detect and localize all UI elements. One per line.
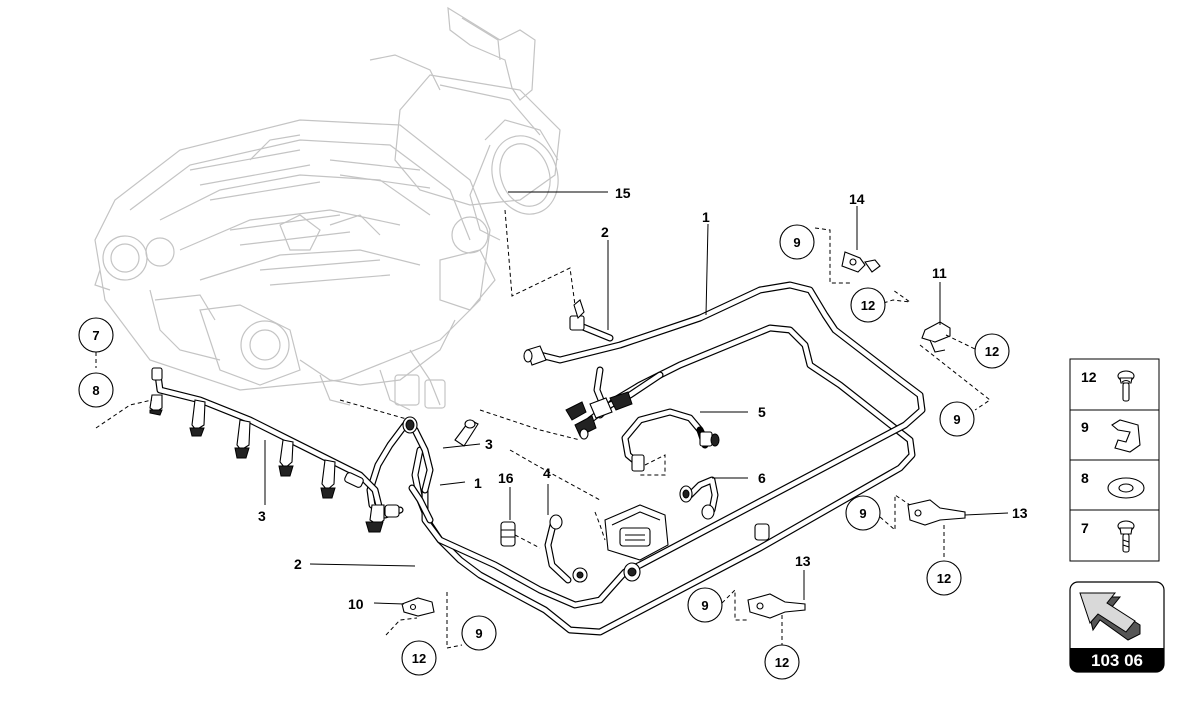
svg-text:12: 12 [412,651,426,666]
circle-ref-12-top: 12 [850,287,886,323]
svg-text:12: 12 [985,344,999,359]
legend-num-9: 9 [1081,419,1089,435]
svg-text:7: 7 [92,328,99,343]
callout-1-upper: 1 [702,209,710,225]
callout-3-upper: 3 [485,436,493,452]
circle-ref-12-mid: 12 [926,560,962,596]
callout-14: 14 [849,191,865,207]
callout-4: 4 [543,465,551,481]
callout-3-lower: 3 [258,508,266,524]
svg-text:9: 9 [859,506,866,521]
screw-icon [1117,370,1135,402]
engine-block-illustration [94,6,561,411]
circle-ref-9-bottom: 9 [461,615,497,651]
purge-valve-part [604,504,669,561]
reference-badge[interactable]: 103 06 [1069,581,1165,673]
svg-text:9: 9 [475,626,482,641]
circle-ref-9-top: 9 [779,224,815,260]
svg-text:12: 12 [937,571,951,586]
callout-11: 11 [932,265,947,281]
legend-num-12: 12 [1081,369,1097,385]
callout-2-lower: 2 [294,556,302,572]
bolt-icon [1117,520,1135,553]
circle-ref-9-lower: 9 [687,587,723,623]
bracket-10 [401,597,435,617]
callout-6: 6 [758,470,766,486]
fuel-rail-part [149,367,400,533]
circle-ref-9-mid: 9 [845,495,881,531]
arrow-icon [1079,592,1141,641]
legend-num-7: 7 [1081,520,1089,536]
callout-5: 5 [758,404,766,420]
circle-ref-12-right: 12 [974,333,1010,369]
circle-ref-9-right: 9 [939,401,975,437]
bracket-13-upper [907,499,966,526]
washer-icon [1107,477,1145,499]
svg-text:9: 9 [701,598,708,613]
svg-text:12: 12 [775,655,789,670]
callout-13-upper: 13 [1012,505,1028,521]
clip-icon [1111,419,1141,453]
bracket-14 [841,251,881,273]
svg-text:8: 8 [92,383,99,398]
svg-text:12: 12 [861,298,875,313]
svg-text:9: 9 [793,235,800,250]
svg-text:9: 9 [953,412,960,427]
circle-ref-12-bottom: 12 [401,640,437,676]
reference-code: 103 06 [1091,651,1143,670]
circle-ref-7: 7 [78,317,114,353]
callout-15: 15 [615,185,631,201]
callout-1-lower: 1 [474,475,482,491]
callout-13-lower: 13 [795,553,811,569]
legend-num-8: 8 [1081,470,1089,486]
callout-10: 10 [348,596,364,612]
circle-ref-12-lower: 12 [764,644,800,680]
callout-16: 16 [498,470,514,486]
legend-table: 12 9 8 7 [1069,358,1160,562]
part-16-plug [500,521,516,547]
bracket-13-lower [747,593,806,619]
circle-ref-8: 8 [78,372,114,408]
callout-2-upper: 2 [601,224,609,240]
bracket-11 [921,321,951,353]
